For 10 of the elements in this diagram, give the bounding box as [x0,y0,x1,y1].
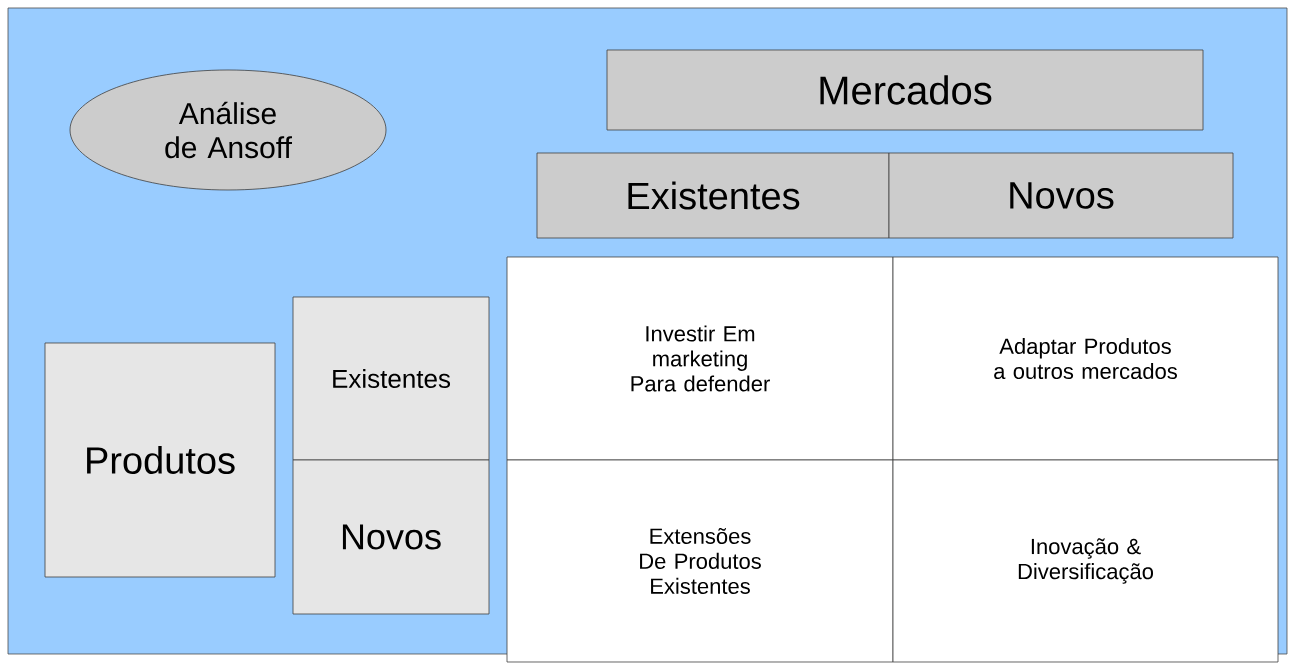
header-box: Mercados [606,49,1204,131]
strategy-cell: Extensões De Produtos Existentes [506,459,894,663]
row-header-box: Existentes [292,296,490,461]
header-box: Novos [888,152,1234,239]
row-header-box: Produtos [44,342,276,578]
strategy-cell: Inovação & Diversificação [892,459,1279,663]
header-box: Existentes [536,152,890,239]
strategy-cell: Adaptar Produtos a outros mercados [892,256,1279,461]
row-header-box: Novos [292,459,490,615]
strategy-cell: Investir Em marketing Para defender [506,256,894,461]
